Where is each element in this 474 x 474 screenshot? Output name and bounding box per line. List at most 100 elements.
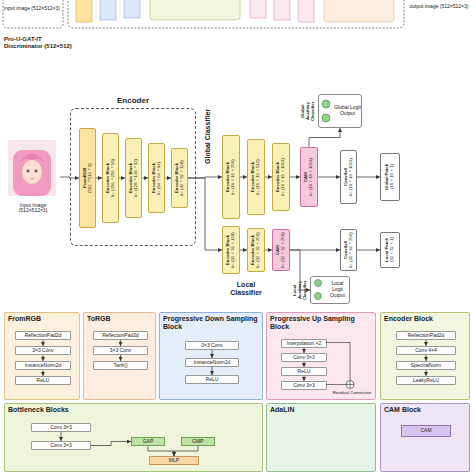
- connector-arrow: [290, 250, 310, 290]
- box-title: ReflectionPad2d: [408, 333, 445, 339]
- connector-arrow: [91, 442, 131, 446]
- connector-arrow: [43, 340, 44, 346]
- layer-block: FromRGB(512×512×3): [79, 128, 96, 228]
- layer-block: Encoder BlockIn: (64×64×64): [148, 143, 165, 213]
- box-text: In: (128×128×32): [134, 159, 139, 197]
- operation-box: ReflectionPad2d: [396, 331, 456, 340]
- connector-arrow: [265, 250, 272, 251]
- operation-box: Conv 3×3: [31, 423, 91, 432]
- operation-box: Conv 3×3: [31, 441, 91, 450]
- box-text: Local Logit Output: [311, 281, 349, 298]
- connector-arrow: [304, 376, 305, 381]
- box-title: ReLU: [37, 378, 50, 384]
- box-text: In: (16×16×256): [231, 159, 236, 195]
- connector-arrow: [60, 177, 79, 178]
- box-title: ReLU: [298, 369, 311, 375]
- box-title: SpectralNorm: [411, 363, 442, 369]
- layer-block: Encoder BlockIn: (32×32×128): [222, 226, 240, 274]
- box-text: In: (16×16×1024): [281, 158, 286, 196]
- layer-block: Encoder BlockIn: (32×32×128): [171, 148, 188, 208]
- operation-box: ReflectionPad2d: [93, 331, 148, 340]
- pooling-box: GMP: [181, 437, 215, 446]
- box-title: ReLU: [206, 377, 219, 383]
- sum-symbol-cross: [346, 381, 354, 389]
- sum-symbol: [346, 381, 354, 389]
- logit-circle: [315, 280, 322, 287]
- operation-box: Tanh(): [93, 361, 148, 370]
- portrait-eye: [35, 170, 38, 173]
- operation-box: Interpolation ×2: [281, 339, 327, 348]
- box-title: 3×3 Conv: [32, 348, 54, 354]
- auxiliary-classifier: Local Auxiliary ClassifierLocal Logit Ou…: [310, 276, 350, 304]
- legend-panel: ToRGB ReflectionPad2d 3×3 ConvTanh(): [83, 312, 156, 400]
- box-text: In: (32×32×128): [180, 160, 185, 196]
- portrait-eye: [27, 170, 30, 173]
- box-title: ReflectionPad2d: [25, 333, 62, 339]
- connector-arrow: [119, 178, 125, 179]
- classifier-label: Local Classifier: [222, 281, 270, 301]
- logit-circle: [322, 114, 330, 122]
- box-title: ToRGB: [84, 313, 155, 325]
- operation-box: ReLU: [185, 375, 239, 384]
- operation-box: 3×3 Conv: [15, 346, 71, 355]
- box-title: Encoder Block: [381, 313, 469, 325]
- box-title: 3×3 Conv: [201, 343, 223, 349]
- connector-arrow: [174, 446, 198, 456]
- layer-block: CAMIn: (32×32×256): [272, 229, 290, 271]
- connector-arrow: [142, 178, 148, 179]
- box-text: In: (256×256×16): [111, 159, 116, 197]
- box-text: In: (32×32×128): [231, 232, 236, 268]
- connector-arrow: [120, 340, 121, 346]
- box-title: InstanceNorm2d: [194, 360, 231, 366]
- operation-box: ReflectionPad2d: [15, 331, 71, 340]
- skip-wire: [326, 384, 346, 385]
- io-label: output image (512×512×3): [408, 4, 470, 18]
- layer-block: Encoder BlockIn: (16×16×512): [247, 139, 265, 215]
- cut-block: [250, 0, 266, 18]
- skip-wire: [326, 343, 350, 381]
- layer-block: Global Patch(16×16×1): [380, 153, 400, 201]
- box-text: In: (32×32×256): [349, 232, 354, 268]
- connector-arrow: [426, 340, 427, 346]
- box-text: In: (32×32×256): [256, 232, 261, 268]
- box-text: In: (16×16×1024): [349, 158, 354, 196]
- dashed-frame: [68, 0, 404, 28]
- layer-block: Encoder BlockIn: (16×16×256): [222, 135, 240, 219]
- mlp-box: MLP: [149, 456, 199, 465]
- layer-block: Encoder BlockIn: (16×16×1024): [272, 143, 290, 211]
- box-title: InstanceNorm2d: [25, 363, 62, 369]
- box-title: GMP: [192, 439, 203, 445]
- connector-arrow: [148, 446, 174, 456]
- cut-block: [100, 0, 116, 20]
- box-text: In: (16×16×512): [256, 159, 261, 195]
- connector-arrow: [165, 178, 171, 179]
- legend-panel: CAM BlockCAM: [380, 403, 470, 472]
- connector-arrow: [240, 250, 247, 251]
- connector-arrow: [290, 250, 340, 251]
- operation-box: ReLU: [281, 367, 327, 376]
- operation-box: 3×3 Conv: [93, 346, 148, 355]
- box-title: Conv 3×3: [50, 443, 72, 449]
- box-title: GAP: [143, 439, 154, 445]
- operation-box: InstanceNorm2d: [185, 358, 239, 367]
- layer-block: Encoder BlockIn: (256×256×16): [102, 133, 119, 223]
- connector-arrow: [96, 178, 102, 179]
- operation-box: InstanceNorm2d: [15, 361, 71, 370]
- legend-panel: FromRGB ReflectionPad2d 3×3 ConvInstanceNo…: [4, 312, 80, 400]
- box-title: CAM Block: [381, 404, 469, 416]
- box-title: ReflectionPad2d: [102, 333, 139, 339]
- box-title: FromRGB: [5, 313, 79, 325]
- connector-arrow: [188, 177, 222, 178]
- box-title: AdaLIN: [267, 404, 375, 416]
- section-label: Pro-U-GAT-IT Discriminator (512×512): [4, 36, 76, 58]
- operation-box: 3×3 Conv: [185, 341, 239, 350]
- connector-arrow: [357, 250, 380, 251]
- layer-block: Local Patch(32×32×1): [380, 232, 400, 268]
- box-title: Bottleneck Blocks: [5, 404, 262, 416]
- io-label: input image (512×512×3): [4, 6, 60, 20]
- box-title: MLP: [169, 458, 179, 464]
- box-text: In: (16×16×1024): [309, 158, 314, 196]
- connector-arrow: [304, 362, 305, 367]
- box-text: (32×32×1): [390, 238, 395, 263]
